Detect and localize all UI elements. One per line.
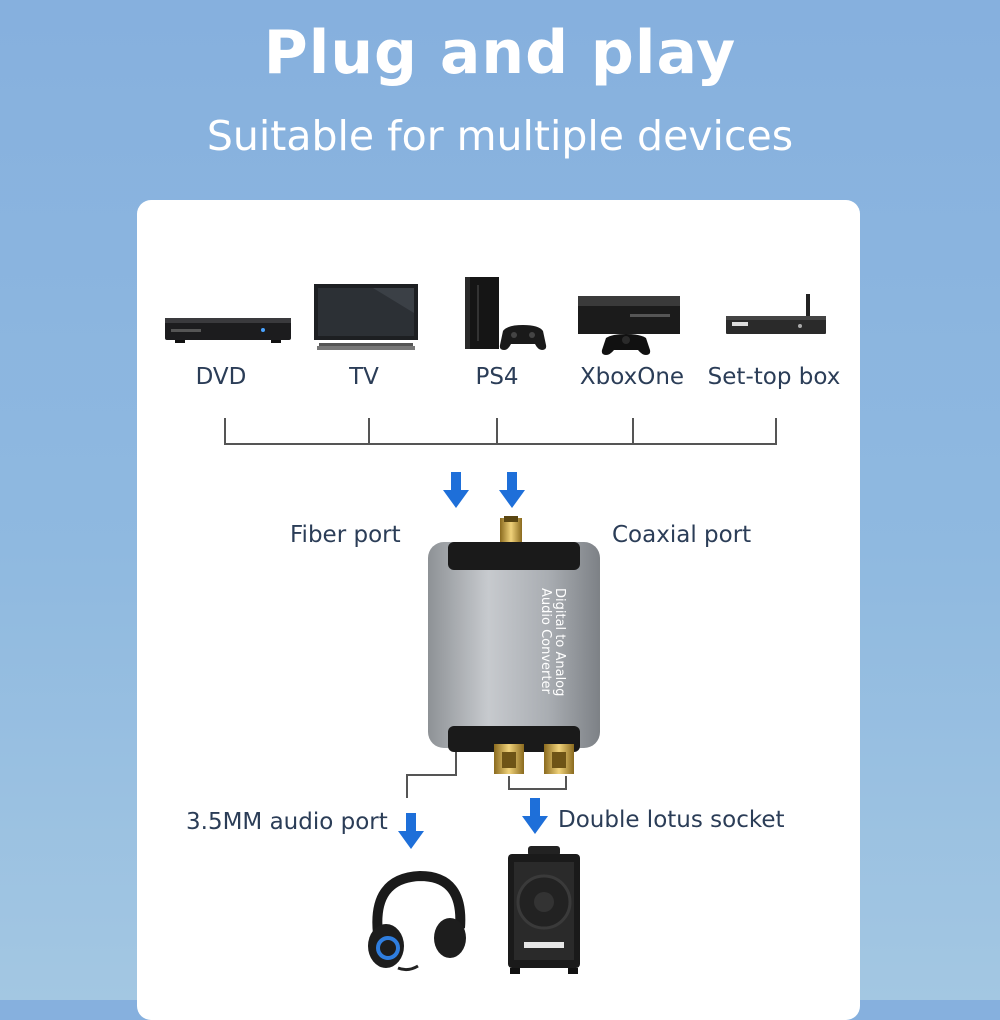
xbox-one-console-icon — [578, 296, 680, 355]
arrow-down-icon — [398, 813, 424, 849]
lotus-line-left — [508, 776, 510, 790]
coaxial-port-label: Coaxial port — [612, 522, 752, 548]
speaker-icon — [508, 846, 580, 974]
bracket-tick-ps4 — [496, 418, 498, 444]
device-label-ps4: PS4 — [475, 364, 519, 390]
bracket-tick-settop — [775, 418, 777, 444]
fiber-port-label: Fiber port — [290, 522, 401, 548]
audio-port-line-v1 — [455, 752, 457, 776]
lotus-line-right — [565, 776, 567, 790]
bracket-line — [224, 443, 777, 445]
arrow-down-icon — [499, 472, 525, 508]
converter-text-line1: Digital to Analog — [552, 588, 567, 696]
device-label-tv: TV — [349, 364, 379, 390]
bracket-tick-tv — [368, 418, 370, 444]
lotus-line-h — [508, 788, 566, 790]
device-label-xboxone: XboxOne — [579, 364, 685, 390]
ps4-console-icon — [465, 277, 547, 350]
bracket-tick-xbox — [632, 418, 634, 444]
audio-port-line-v2 — [406, 774, 408, 798]
page-subtitle: Suitable for multiple devices — [206, 112, 794, 160]
converter-text-line2: Audio Converter — [538, 588, 553, 694]
device-label-set-top-box: Set-top box — [707, 364, 841, 390]
arrow-down-icon — [443, 472, 469, 508]
set-top-box-icon — [726, 294, 826, 334]
headphones-icon — [368, 870, 466, 972]
bracket-tick-dvd — [224, 418, 226, 444]
audio-port-line-h — [406, 774, 457, 776]
dac-converter-device: Digital to Analog Audio Converter — [428, 516, 600, 774]
page-title: Plug and play — [263, 18, 737, 88]
double-lotus-socket-label: Double lotus socket — [558, 807, 785, 833]
device-label-dvd: DVD — [195, 364, 247, 390]
tv-icon — [314, 284, 418, 350]
audio-35mm-port-label: 3.5MM audio port — [186, 809, 388, 835]
dvd-player-icon — [165, 318, 291, 343]
arrow-down-icon — [522, 798, 548, 834]
